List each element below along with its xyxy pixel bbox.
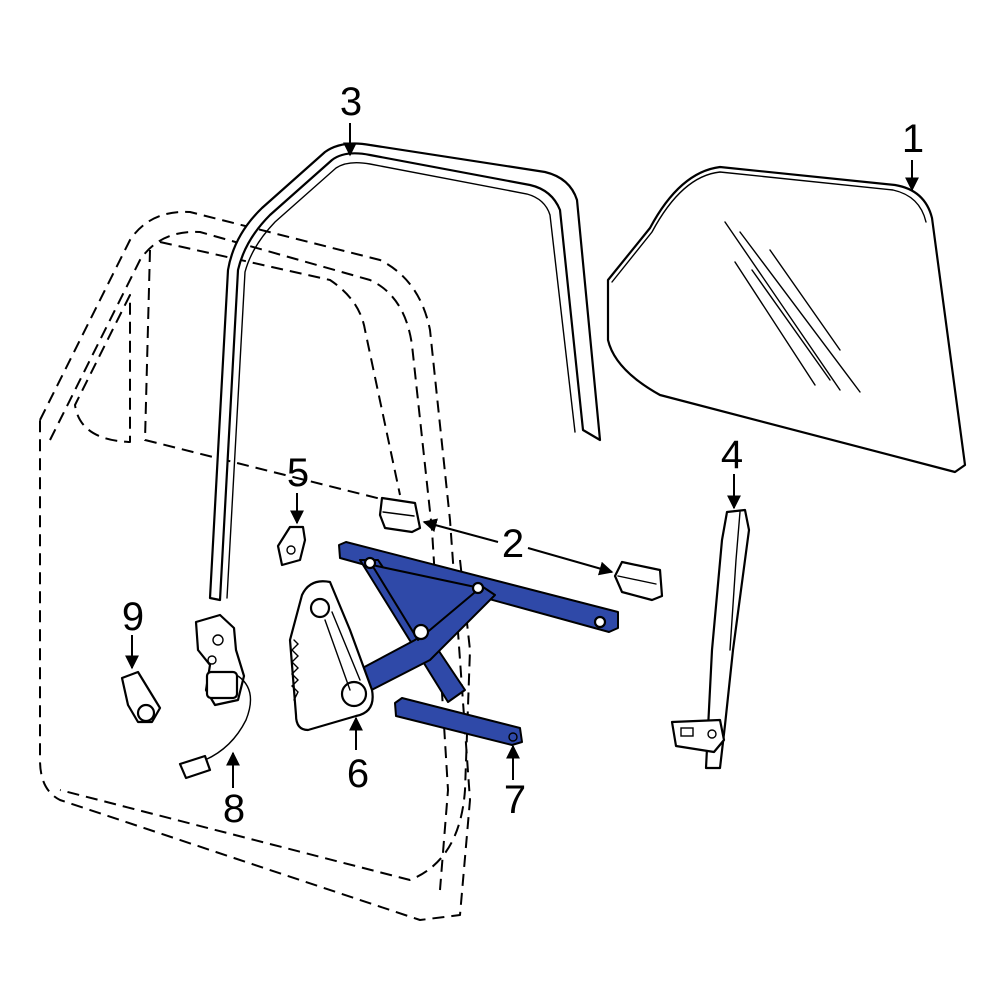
callout-4: 4	[721, 433, 743, 477]
callout-9: 9	[122, 595, 144, 639]
part-3-run-channel	[208, 142, 602, 602]
callout-6: 6	[347, 752, 369, 796]
part-4-rear-guide	[670, 508, 751, 770]
callout-1: 1	[902, 117, 924, 161]
part-9-handle	[120, 670, 162, 724]
callout-3: 3	[340, 80, 362, 124]
part-8-motor	[178, 613, 252, 780]
part-6-window-regulator	[288, 541, 619, 732]
door-shell-outline	[39, 210, 471, 921]
callout-5: 5	[287, 451, 309, 495]
part-2-glass-bracket-upper	[378, 496, 422, 534]
leader-lines	[125, 123, 919, 788]
leader-2-upper	[422, 518, 499, 543]
glass-reflection-lines	[724, 221, 861, 393]
leader-2-lower	[527, 547, 614, 576]
callout-labels: 1 2 3 4 5 6 7 8 9	[122, 80, 924, 831]
part-7-lower-channel	[394, 697, 523, 746]
part-2-glass-bracket-lower	[613, 560, 664, 602]
callout-7: 7	[504, 778, 526, 822]
part-5-bracket	[276, 525, 307, 567]
callout-2: 2	[502, 522, 524, 566]
part-1-glass	[606, 165, 967, 474]
callout-8: 8	[223, 787, 245, 831]
